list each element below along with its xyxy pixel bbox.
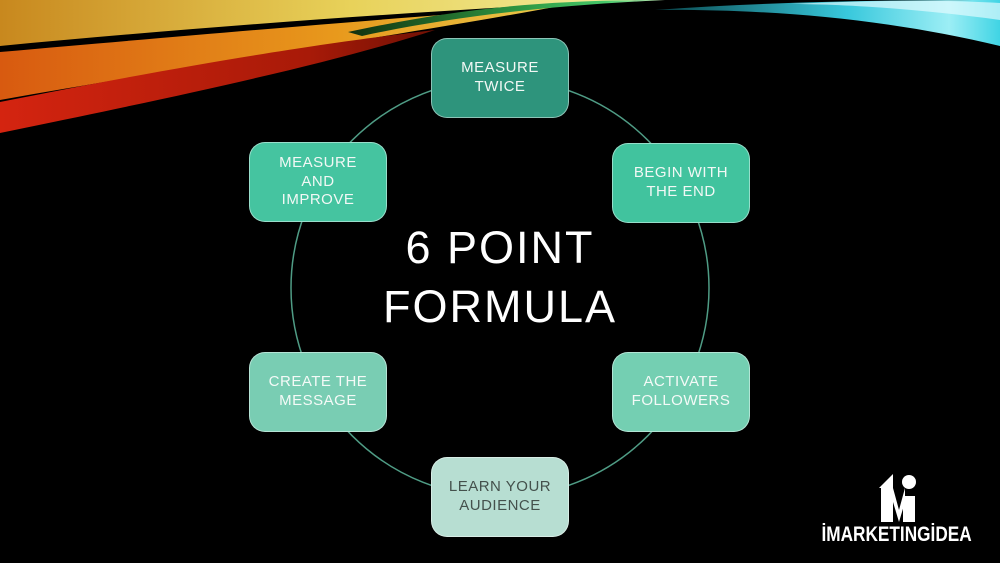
node-label: BEGIN WITH THE END: [633, 164, 729, 200]
brand-logo-text: İMARKETINGİDEA: [821, 523, 973, 546]
brand-logo: İMARKETINGİDEA: [802, 472, 992, 547]
cyan-swoosh: [655, 0, 1000, 46]
cycle-node-measure-and-improve: MEASURE AND IMPROVE: [249, 142, 387, 222]
cycle-node-learn-your-audience: LEARN YOUR AUDIENCE: [431, 457, 569, 537]
flame-red-band: [0, 30, 435, 133]
node-label: MEASURE AND IMPROVE: [279, 153, 357, 209]
node-label: ACTIVATE FOLLOWERS: [631, 373, 731, 409]
cycle-node-measure-twice: MEASURE TWICE: [431, 38, 569, 118]
flame-yellow-band: [0, 0, 640, 46]
cyan-swoosh-highlight: [790, 0, 1000, 21]
green-swoosh: [348, 0, 665, 36]
decorative-top-swoosh: [0, 0, 1000, 133]
cycle-node-create-the-message: CREATE THE MESSAGE: [249, 352, 387, 432]
im-monogram-icon: [879, 474, 916, 522]
cycle-node-begin-with-the-end: BEGIN WITH THE END: [612, 143, 750, 223]
node-label: MEASURE TWICE: [461, 59, 539, 95]
slide-title: 6 POINT FORMULA: [382, 222, 617, 332]
cycle-node-activate-followers: ACTIVATE FOLLOWERS: [612, 352, 750, 432]
node-label: LEARN YOUR AUDIENCE: [448, 478, 552, 514]
node-label: CREATE THE MESSAGE: [268, 373, 368, 409]
